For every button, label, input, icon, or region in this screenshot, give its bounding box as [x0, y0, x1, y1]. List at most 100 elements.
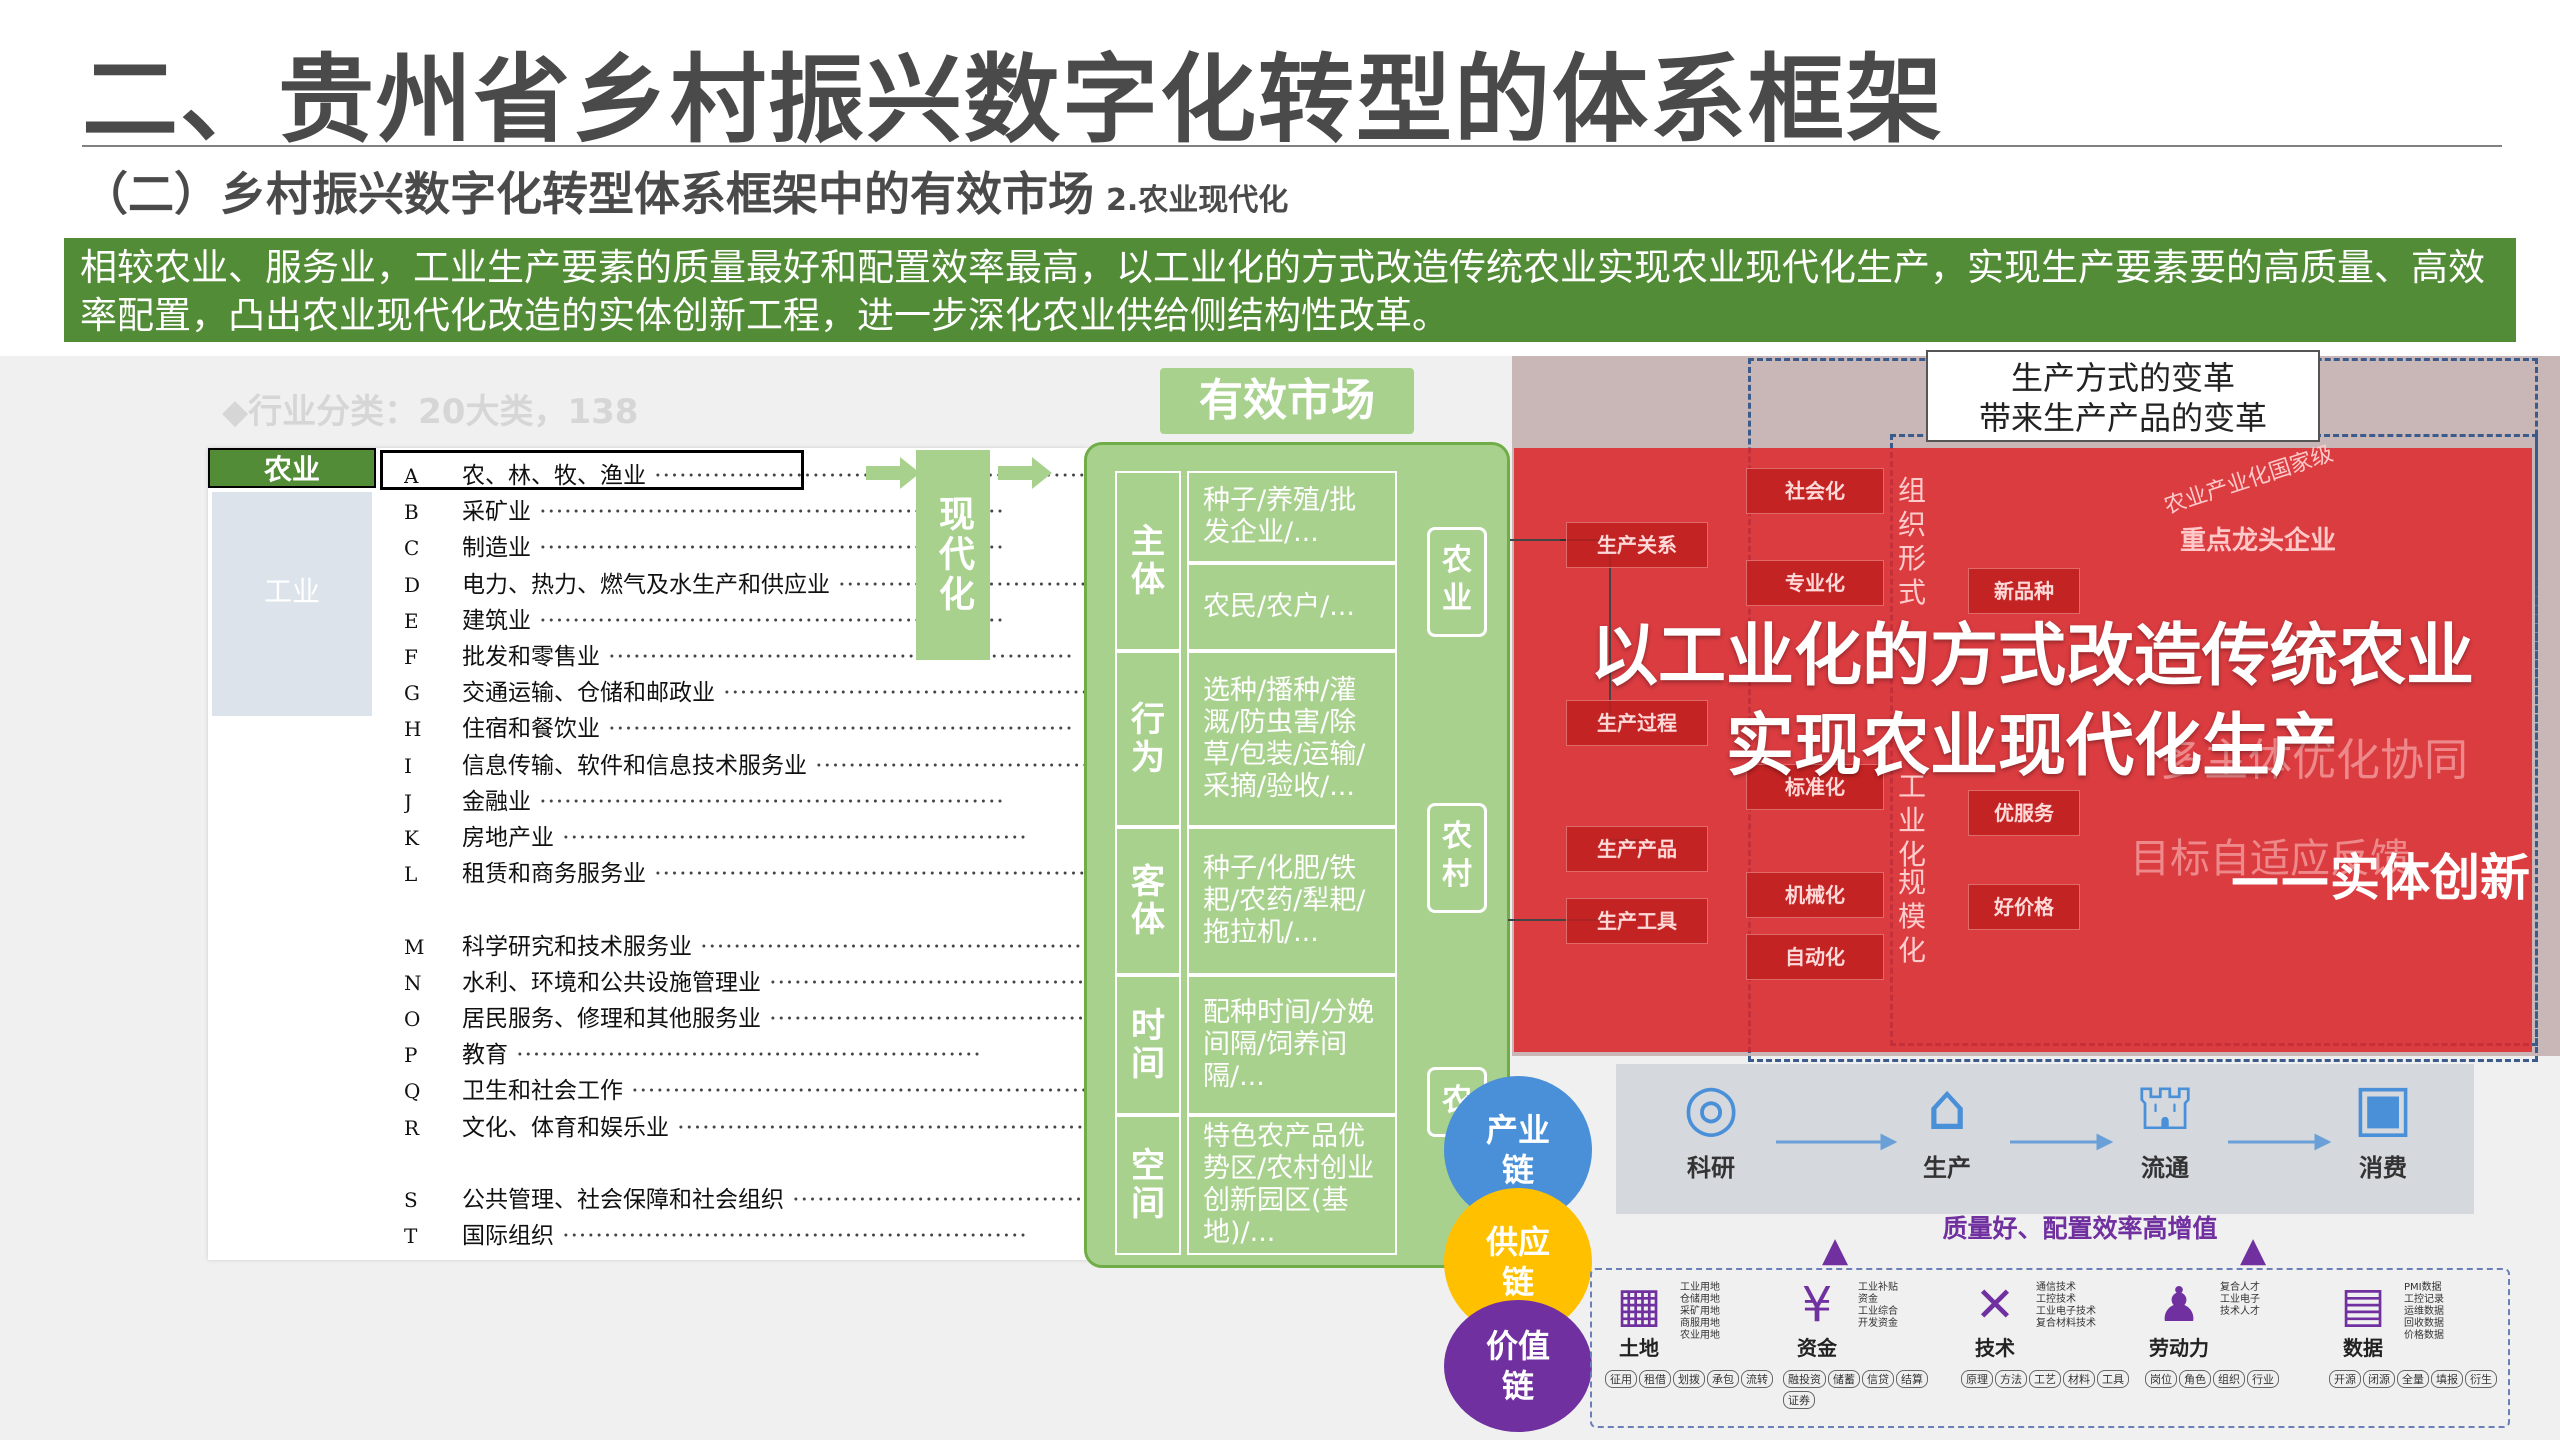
category-code: Q	[404, 1079, 421, 1104]
up-arrow-left: ▲	[1822, 1230, 1849, 1270]
value-node-circulation-label: 流通	[2141, 1154, 2189, 1182]
factor-pill: 方法	[1995, 1370, 2027, 1388]
category-code: P	[404, 1043, 418, 1068]
category-code: T	[404, 1224, 418, 1249]
node-new-variety: 新品种	[1968, 568, 2080, 614]
leader-dots: ········································…	[623, 1078, 1084, 1105]
market-cell-subject-2: 农民/农户/...	[1187, 563, 1397, 651]
category-name: 科学研究和技术服务业	[462, 933, 692, 960]
factor-pill: 征用	[1605, 1370, 1637, 1388]
category-name: 文化、体育和娱乐业	[462, 1114, 669, 1141]
label-scale: 规模化	[1897, 866, 1926, 967]
category-code: C	[404, 536, 420, 561]
tech-icon: ✕	[1974, 1277, 2016, 1333]
headline-line-1: 以工业化的方式改造传统农业	[1589, 617, 2474, 696]
category-name: 住宿和餐饮业	[462, 716, 600, 743]
market-cell-subject-1: 种子/养殖/批发企业/...	[1187, 471, 1397, 563]
factor-detail: 工控技术	[2036, 1294, 2076, 1305]
value-chain-arrows	[1776, 1133, 2332, 1151]
label-organization-form: 组织形式	[1897, 474, 1926, 609]
title-divider	[82, 145, 2502, 147]
labor-icon: ♟	[2157, 1277, 2201, 1333]
leader-dots: ········································…	[554, 1223, 1028, 1250]
factor-pill: 结算	[1896, 1370, 1928, 1388]
leader-dots: ········································…	[769, 1006, 1084, 1032]
research-icon: ◎	[1683, 1071, 1739, 1145]
production-factors-box: ▦土地工业用地仓储用地采矿用地商服用地农业用地征用租借划拨承包流转¥资金工业补贴…	[1590, 1268, 2510, 1428]
category-code: L	[404, 862, 418, 887]
category-row: G 交通运输、仓储和邮政业 ···························…	[404, 673, 1084, 709]
value-chain-strip: ◎科研 ⌂生产 ⛫流通 ▣消费	[1616, 1064, 2474, 1214]
category-row: T 国际组织 ··································…	[404, 1216, 1084, 1252]
category-row: O 居民服务、修理和其他服务业 ·························…	[404, 999, 1084, 1035]
modernization-box: 现代化	[916, 450, 990, 660]
chain-value: 价值链	[1444, 1300, 1592, 1432]
value-node-research: ◎ 科研	[1656, 1068, 1766, 1183]
category-code: O	[404, 1007, 421, 1031]
quality-efficiency-text: 质量好、配置效率高增值	[1942, 1214, 2218, 1243]
category-code: G	[404, 681, 420, 706]
factor-pill: 岗位	[2145, 1370, 2177, 1388]
market-cell-time: 配种时间/分娩间隔/饲养间隔/...	[1187, 975, 1397, 1115]
factor-pill: 原理	[1961, 1370, 1993, 1388]
chain-supply-label: 供应链	[1485, 1223, 1550, 1301]
category-name: 采矿业	[462, 499, 531, 526]
category-name: 国际组织	[462, 1223, 554, 1250]
factor-details: PMI数据工控记录运维数据回收数据价格数据	[2404, 1282, 2484, 1342]
arrow-to-modernization	[866, 457, 920, 489]
factor-pill: 组织	[2213, 1370, 2245, 1388]
factor-pill: 角色	[2179, 1370, 2211, 1388]
factor-pill: 租借	[1639, 1370, 1671, 1388]
consume-icon: ▣	[2352, 1071, 2414, 1145]
leader-dots: ········································…	[723, 680, 1084, 707]
factor-name: 资金	[1797, 1336, 1837, 1360]
factor-detail: 价格数据	[2404, 1330, 2444, 1341]
category-code: F	[404, 645, 418, 669]
faded-heading: ◆行业分类：20大类，138	[222, 392, 639, 432]
market-cell-behavior: 选种/播种/灌溉/防虫害/除草/包装/运输/采摘/验收/...	[1187, 651, 1397, 827]
value-node-research-label: 科研	[1687, 1154, 1735, 1182]
market-label-object: 客体	[1115, 827, 1181, 975]
factor-pill: 填报	[2431, 1370, 2463, 1388]
factor-pills: 征用租借划拨承包流转	[1604, 1368, 1774, 1389]
category-row	[404, 1144, 1084, 1180]
category-name: 公共管理、社会保障和社会组织	[462, 1187, 784, 1213]
category-name: 交通运输、仓储和邮政业	[462, 680, 715, 707]
factor-pill: 行业	[2247, 1370, 2279, 1388]
category-name: 金融业	[462, 788, 531, 815]
factor-item: ▦土地工业用地仓储用地采矿用地商服用地农业用地征用租借划拨承包流转	[1604, 1278, 1774, 1388]
factor-name: 技术	[1975, 1336, 2015, 1360]
row-a-highlight	[380, 450, 804, 490]
node-socialization: 社会化	[1746, 468, 1884, 514]
factor-pill: 储蓄	[1828, 1370, 1860, 1388]
factor-detail: PMI数据	[2404, 1282, 2442, 1293]
market-label-time: 时间	[1115, 975, 1181, 1115]
market-panel: 主体 种子/养殖/批发企业/... 农民/农户/... 行为 选种/播种/灌溉/…	[1084, 442, 1510, 1268]
factor-pill: 承包	[1707, 1370, 1739, 1388]
factor-item: ¥资金工业补贴资金工业综合开发资金融投资储蓄信贷结算证券	[1782, 1278, 1952, 1409]
category-row	[404, 890, 1084, 926]
category-code: H	[404, 717, 422, 742]
arrow-to-market	[998, 457, 1052, 489]
value-node-consumption: ▣消费	[2328, 1068, 2438, 1183]
agriculture-header: 农业	[208, 448, 376, 488]
factor-detail: 技术人才	[2220, 1306, 2260, 1317]
market-label-subject: 主体	[1115, 471, 1181, 651]
chain-industry-label: 产业链	[1485, 1111, 1550, 1189]
leader-dots: ········································…	[646, 861, 1084, 888]
factor-pill: 信贷	[1862, 1370, 1894, 1388]
category-name: 房地产业	[462, 825, 554, 851]
factor-details: 复合人才工业电子技术人才	[2220, 1282, 2300, 1318]
up-arrow-right: ▲	[2240, 1230, 2267, 1270]
factor-detail: 工业电子技术	[2036, 1306, 2096, 1317]
factor-details: 通信技术工控技术工业电子技术复合材料技术	[2036, 1282, 2116, 1330]
category-code: A	[404, 464, 419, 488]
category-name: 居民服务、修理和其他服务业	[462, 1006, 761, 1032]
